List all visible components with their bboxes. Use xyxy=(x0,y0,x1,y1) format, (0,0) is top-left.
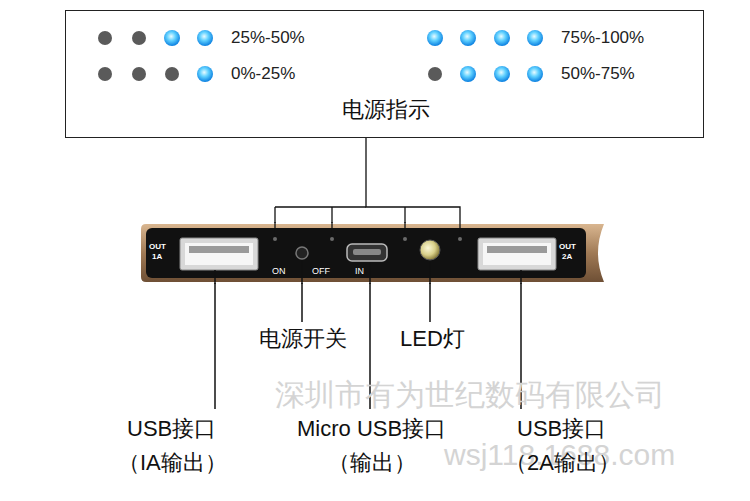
port-label: 2A xyxy=(562,252,572,261)
usb-port-shell xyxy=(180,238,258,270)
power-bank-body: OUT1AONOFFINOUT2A xyxy=(140,222,608,284)
leader-line xyxy=(301,260,303,284)
bracket-line xyxy=(274,222,275,236)
indicator-leds xyxy=(273,237,462,241)
usb-port xyxy=(180,238,258,270)
port-label: OUT xyxy=(149,242,166,251)
dot-off xyxy=(132,67,146,81)
dot-on xyxy=(460,30,476,46)
dot-on xyxy=(527,30,543,46)
power-switch xyxy=(296,247,308,259)
level-range: 75%-100% xyxy=(561,28,644,48)
port-label: IN xyxy=(355,266,364,276)
dot-on xyxy=(494,30,510,46)
dot-on xyxy=(427,30,443,46)
part-name: USB接口 xyxy=(517,416,606,441)
port-label: 1A xyxy=(152,252,162,261)
dot-off xyxy=(428,67,442,81)
indicator-led xyxy=(330,237,334,241)
led-lamp xyxy=(420,240,440,260)
part-note: （输出） xyxy=(328,450,416,475)
dot-off xyxy=(132,31,146,45)
indicator-led xyxy=(458,237,462,241)
bracket xyxy=(275,222,460,236)
dot-on xyxy=(527,66,543,82)
micro-usb-port xyxy=(347,244,387,261)
indicator-led xyxy=(273,237,277,241)
switch-label: OFF xyxy=(312,266,330,276)
usb-port xyxy=(478,238,556,270)
indicator-panel: 25%-50% 75%-100% 0%-25% 50%-75% 电源指示 xyxy=(65,10,704,138)
usb-port-tongue xyxy=(189,246,249,253)
case-face xyxy=(146,228,586,278)
level-range: 25%-50% xyxy=(231,28,305,48)
indicator-dots xyxy=(98,30,543,82)
watermark: 深圳市有为世纪数码有限公司 xyxy=(275,378,665,413)
dot-on xyxy=(197,66,213,82)
leader-line xyxy=(301,283,303,322)
dot-off xyxy=(98,31,112,45)
dot-on xyxy=(494,66,510,82)
leader-line xyxy=(429,283,431,322)
leader-line xyxy=(214,283,216,409)
usb-port-tongue xyxy=(487,246,547,253)
dot-on xyxy=(197,30,213,46)
bracket-line xyxy=(274,207,275,223)
leader-lines xyxy=(215,260,521,284)
dot-off xyxy=(165,67,179,81)
leader-line xyxy=(214,270,216,284)
level-range: 50%-75% xyxy=(561,64,635,84)
panel-heading: 电源指示 xyxy=(342,97,430,122)
bracket-line xyxy=(331,207,332,223)
usb-port-shell xyxy=(478,238,556,270)
bracket-line xyxy=(459,222,460,236)
leader-line xyxy=(369,262,371,284)
switch-label: ON xyxy=(272,266,286,276)
part-note: （IA输出） xyxy=(118,450,227,475)
usb-port-slot xyxy=(185,243,253,265)
bracket xyxy=(275,207,405,223)
dot-on xyxy=(164,30,180,46)
part-name: USB接口 xyxy=(127,416,216,441)
level-range: 0%-25% xyxy=(231,64,295,84)
leader-line xyxy=(429,261,431,284)
connector xyxy=(366,138,460,222)
port-label: OUT xyxy=(559,242,576,251)
part-name: Micro USB接口 xyxy=(297,416,446,441)
part-note: （2A输出） xyxy=(505,450,620,475)
usb-port-slot xyxy=(483,243,551,265)
dot-on xyxy=(460,66,476,82)
power-bank-illustration xyxy=(140,222,608,284)
part-name: 电源开关 xyxy=(259,326,347,351)
bracket-line xyxy=(404,207,405,223)
part-name: LED灯 xyxy=(400,326,465,351)
case-outline xyxy=(141,224,604,282)
leader-line xyxy=(520,270,522,284)
micro-usb-tongue xyxy=(353,249,381,255)
bracket-line xyxy=(331,222,332,236)
indicator-led xyxy=(403,237,407,241)
bracket-line xyxy=(275,206,366,207)
bracket-line xyxy=(404,222,405,236)
dot-off xyxy=(98,67,112,81)
